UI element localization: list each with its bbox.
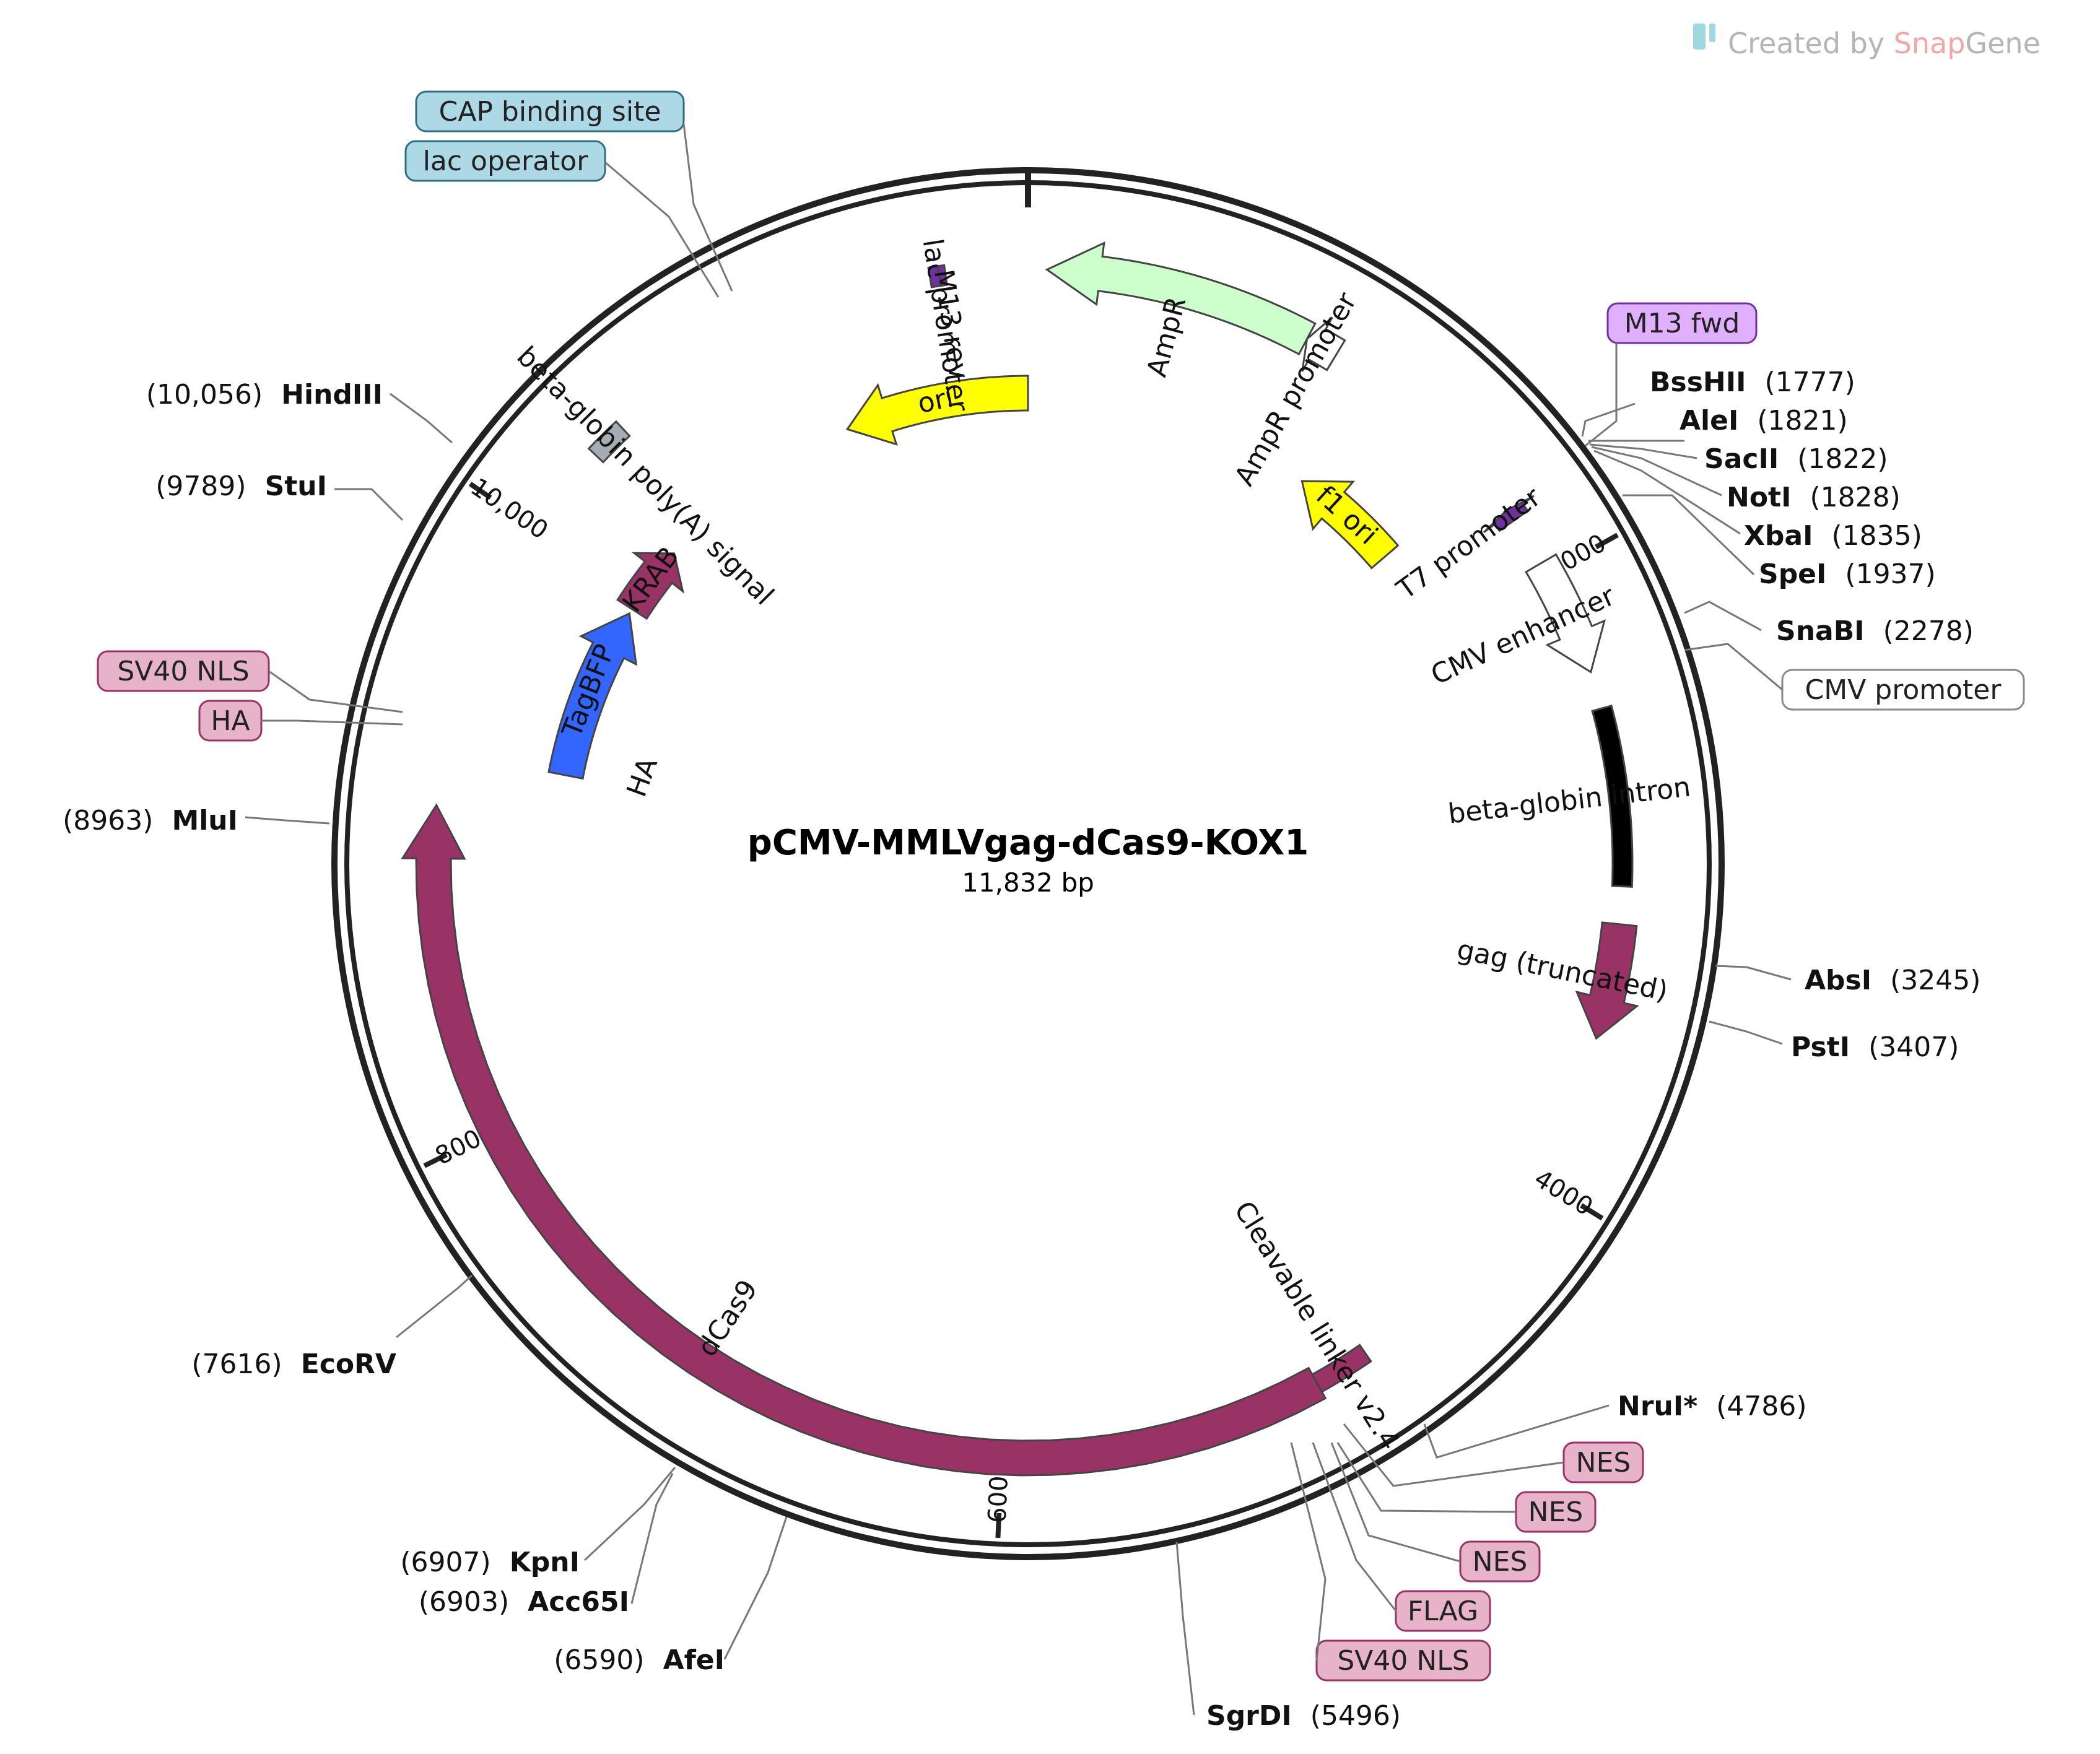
beta-globin-intron-feature: beta-globin intron <box>1447 705 1693 888</box>
sv40-nls-label-bottom: SV40 NLS <box>1337 1645 1469 1677</box>
beta-globin-intron-label: beta-globin intron <box>1447 771 1693 830</box>
site-nrui: NruI*(4786) <box>1618 1391 1807 1422</box>
tagbfp-shape <box>547 612 638 780</box>
ori-label: ori <box>915 382 956 420</box>
site-psti: PstI(3407) <box>1791 1031 1959 1063</box>
cap-binding-site-label: CAP binding site <box>439 96 661 128</box>
site-noti: NotI(1828) <box>1727 482 1901 513</box>
nes-label-2: NES <box>1528 1496 1584 1528</box>
gag-feature: gag (truncated) <box>1454 921 1670 1040</box>
ampr-label: AmpR <box>1141 293 1192 380</box>
krab-feature: KRAB <box>616 541 686 620</box>
nes-label-1: NES <box>1576 1447 1631 1478</box>
site-kpni: (6907)KpnI <box>400 1547 580 1578</box>
site-sgrdi: SgrDI(5496) <box>1206 1700 1401 1732</box>
ha-inner-label: HA <box>621 753 664 801</box>
tagbfp-label: TagBFP <box>556 640 621 742</box>
tick-mark <box>995 1513 1002 1539</box>
m13-fwd-box <box>1606 302 1758 344</box>
tick-mark <box>1580 1203 1604 1221</box>
tick-mark <box>1595 532 1619 550</box>
beta-globin-intron-shape <box>1591 705 1634 888</box>
f1-ori-shape <box>1301 480 1400 570</box>
snapgene-branding: Created by SnapGene <box>1693 24 2041 60</box>
tick-mark <box>423 1152 448 1168</box>
plasmid-name: pCMV-MMLVgag-dCas9-KOX1 <box>747 823 1309 863</box>
ori-feature: ori <box>845 375 1029 446</box>
site-sacii: SacII(1822) <box>1704 443 1888 475</box>
dcas9-shape <box>401 803 1327 1477</box>
plasmid-size: 11,832 bp <box>962 867 1094 898</box>
tick-label: 4000 <box>1529 1164 1598 1222</box>
cmv-promoter-label: CMV promoter <box>1805 674 2002 706</box>
site-mlui: (8963)MluI <box>63 805 238 836</box>
site-stui: (9789)StuI <box>155 471 327 502</box>
ampr-feature: AmpR <box>1045 241 1317 380</box>
site-bsshii: BssHII(1777) <box>1650 367 1855 398</box>
branding-text: Created by SnapGene <box>1728 27 2041 60</box>
site-snabi: SnaBI(2278) <box>1776 615 1974 647</box>
beta-globin-polya-shape <box>587 420 631 464</box>
site-hindiii: (10,056)HindIII <box>146 379 383 410</box>
ampr-promoter-shape <box>1301 316 1346 372</box>
tick-label: 10,000 <box>465 473 553 545</box>
ha-label-left: HA <box>211 705 250 737</box>
cap-binding-site-box <box>415 90 685 132</box>
nes-label-3: NES <box>1473 1546 1528 1578</box>
tagbfp-feature: TagBFP <box>547 612 638 780</box>
restriction-sites: BssHII(1777) AleI(1821) SacII(1822) NotI… <box>63 367 1980 1732</box>
snapgene-logo-icon <box>1693 24 1715 50</box>
boxed-label-leaders <box>261 123 1783 1661</box>
site-spei: SpeI(1937) <box>1759 558 1936 590</box>
flag-label: FLAG <box>1408 1596 1478 1627</box>
ori-shape <box>845 375 1029 446</box>
site-afei: (6590)AfeI <box>554 1644 725 1676</box>
t7-promoter-shape <box>1483 495 1535 534</box>
site-alei: AleI(1821) <box>1680 405 1848 436</box>
dcas9-label: dCas9 <box>691 1274 764 1362</box>
site-leaders <box>245 393 1792 1716</box>
m13-fwd-label: M13 fwd <box>1624 308 1740 339</box>
tick-mark <box>468 482 492 500</box>
site-acc65i: (6903)Acc65I <box>419 1586 629 1618</box>
cmv-enhancer-shape <box>1525 553 1606 674</box>
lac-operator-box <box>404 140 606 182</box>
lac-operator-label: lac operator <box>423 145 589 177</box>
dcas9-feature: dCas9 <box>401 803 1327 1477</box>
site-ecorv: (7616)EcoRV <box>191 1348 396 1380</box>
site-xbai: XbaI(1835) <box>1744 520 1922 552</box>
t7-promoter-feature: T7 promoter <box>1390 481 1547 606</box>
t7-promoter-label: T7 promoter <box>1390 481 1547 606</box>
site-absi: AbsI(3245) <box>1805 965 1980 996</box>
gag-shape <box>1575 921 1639 1040</box>
krab-shape <box>616 552 685 620</box>
cmv-enhancer-feature: CMV enhancer <box>1426 553 1620 691</box>
gag-label: gag (truncated) <box>1454 934 1670 1007</box>
m13-rev-shape <box>936 264 948 287</box>
f1-ori-feature: f1 ori <box>1301 480 1400 570</box>
sv40-nls-label-left: SV40 NLS <box>117 656 249 687</box>
